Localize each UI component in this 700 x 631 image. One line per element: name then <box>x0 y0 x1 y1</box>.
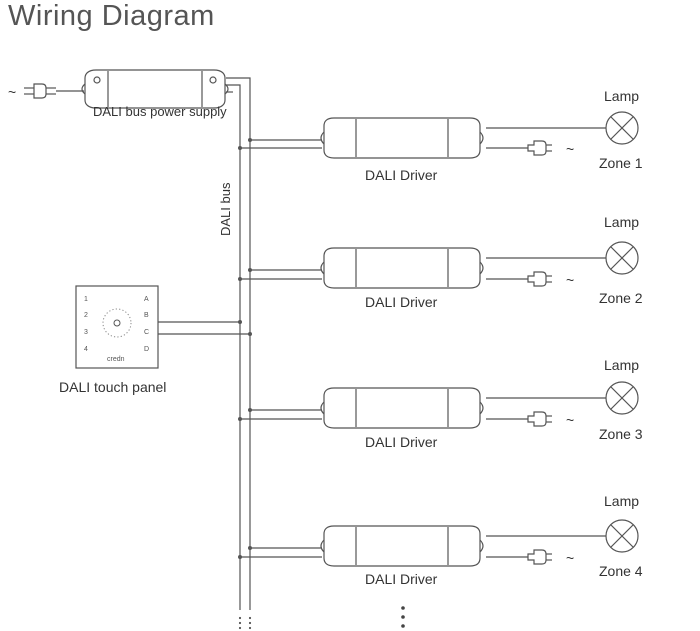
lamp-label-3: Lamp <box>604 357 639 373</box>
svg-text:1: 1 <box>84 296 88 303</box>
driver-label-1: DALI Driver <box>365 167 438 183</box>
zone-label-4: Zone 4 <box>599 563 643 579</box>
plug-icon <box>527 411 553 427</box>
svg-text:B: B <box>144 312 149 319</box>
lamp-icon <box>605 111 639 145</box>
touch-panel: 1 2 3 4 A B C D credn DALI touch panel <box>59 285 252 395</box>
ac-symbol: ~ <box>566 550 574 566</box>
svg-text:C: C <box>144 329 149 336</box>
power-supply-label: DALI bus power supply <box>93 104 227 119</box>
lamp-label-2: Lamp <box>604 214 639 230</box>
more-zones-dots <box>401 606 405 628</box>
lamp-icon <box>605 381 639 415</box>
svg-text:A: A <box>144 296 149 303</box>
svg-text:D: D <box>144 346 149 353</box>
power-supply: ~ DALI bus power supply <box>8 69 251 610</box>
svg-text:2: 2 <box>84 312 88 319</box>
power-supply-unit <box>81 69 229 109</box>
panel-right-keys: A B C D <box>144 296 149 353</box>
dali-driver-4 <box>320 525 484 567</box>
zone-2: DALI Driver ~ Lamp Zone 2 <box>238 214 643 310</box>
zone-4: DALI Driver ~ Lamp Zone 4 <box>238 493 643 587</box>
svg-text:4: 4 <box>84 346 88 353</box>
touch-panel-label: DALI touch panel <box>59 379 166 395</box>
zone-3: DALI Driver ~ Lamp Zone 3 <box>238 357 643 450</box>
dali-bus: DALI bus <box>218 182 252 630</box>
plug-icon <box>527 140 553 156</box>
ac-symbol: ~ <box>8 84 16 100</box>
lamp-icon <box>605 241 639 275</box>
driver-label-3: DALI Driver <box>365 434 438 450</box>
plug-icon <box>527 271 553 287</box>
panel-left-keys: 1 2 3 4 <box>84 296 88 353</box>
lamp-label-4: Lamp <box>604 493 639 509</box>
lamp-icon <box>605 519 639 553</box>
ac-symbol: ~ <box>566 272 574 288</box>
driver-label-2: DALI Driver <box>365 294 438 310</box>
bus-continuation-dots <box>238 616 252 630</box>
plug-icon <box>527 549 553 565</box>
dimmer-wheel-icon <box>102 308 132 338</box>
ac-symbol: ~ <box>566 412 574 428</box>
dali-driver-2 <box>320 247 484 289</box>
diagram-title: Wiring Diagram <box>8 0 215 32</box>
zone-label-2: Zone 2 <box>599 290 643 306</box>
panel-brand: credn <box>107 356 125 363</box>
dali-bus-label: DALI bus <box>218 182 233 236</box>
zone-label-3: Zone 3 <box>599 426 643 442</box>
lamp-label-1: Lamp <box>604 88 639 104</box>
dali-driver-3 <box>320 387 484 429</box>
ac-symbol: ~ <box>566 141 574 157</box>
plug-icon <box>24 83 84 99</box>
dali-driver-1 <box>320 117 484 159</box>
zone-1: DALI Driver ~ Lamp Zone 1 <box>238 88 643 183</box>
driver-label-4: DALI Driver <box>365 571 438 587</box>
zone-label-1: Zone 1 <box>599 155 643 171</box>
svg-text:3: 3 <box>84 329 88 336</box>
